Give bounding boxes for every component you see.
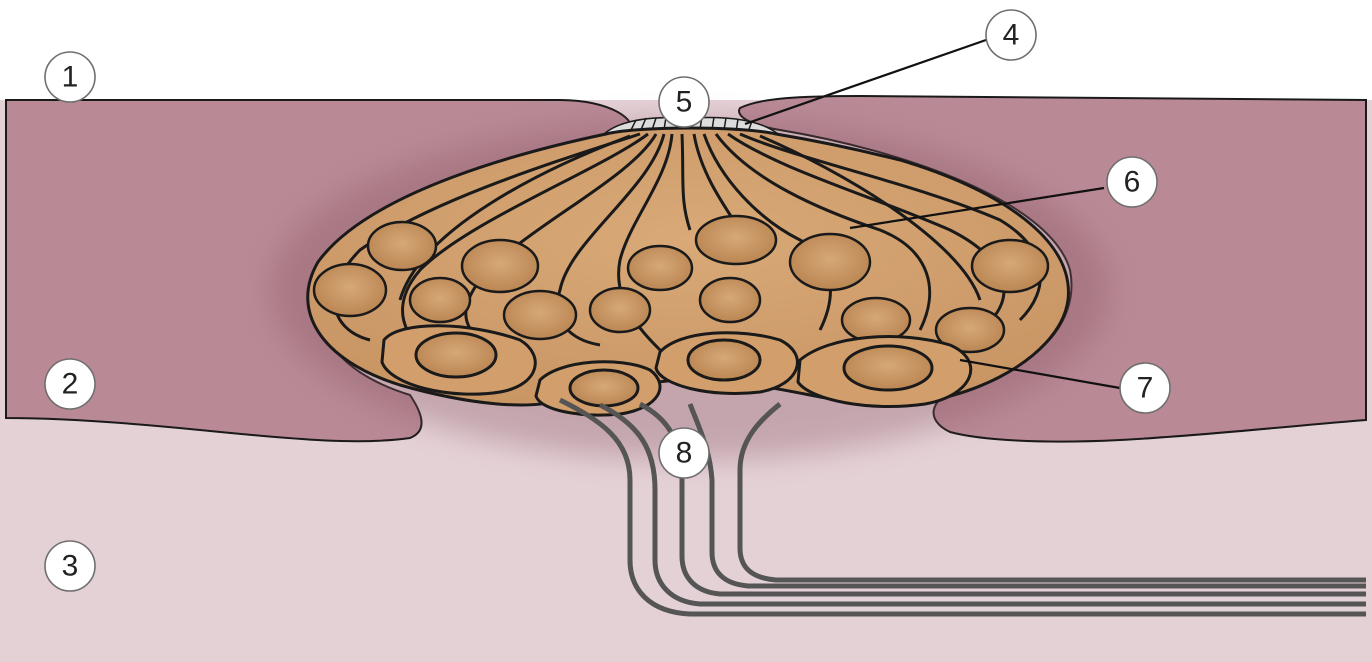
callout-2: 2 xyxy=(45,359,95,409)
callout-1: 1 xyxy=(45,52,95,102)
callout-5: 5 xyxy=(659,77,709,127)
callout-3: 3 xyxy=(45,541,95,591)
callout-6: 6 xyxy=(1107,157,1157,207)
callout-7-label: 7 xyxy=(1137,372,1154,405)
callout-5-label: 5 xyxy=(676,86,693,119)
callout-8-label: 8 xyxy=(676,437,693,470)
callout-1-label: 1 xyxy=(62,61,79,94)
callout-8: 8 xyxy=(659,428,709,478)
callout-4: 4 xyxy=(986,10,1036,60)
callout-3-label: 3 xyxy=(62,550,79,583)
callout-7: 7 xyxy=(1120,363,1170,413)
callout-6-label: 6 xyxy=(1124,166,1141,199)
callout-4-label: 4 xyxy=(1003,19,1020,52)
callout-2-label: 2 xyxy=(62,368,79,401)
